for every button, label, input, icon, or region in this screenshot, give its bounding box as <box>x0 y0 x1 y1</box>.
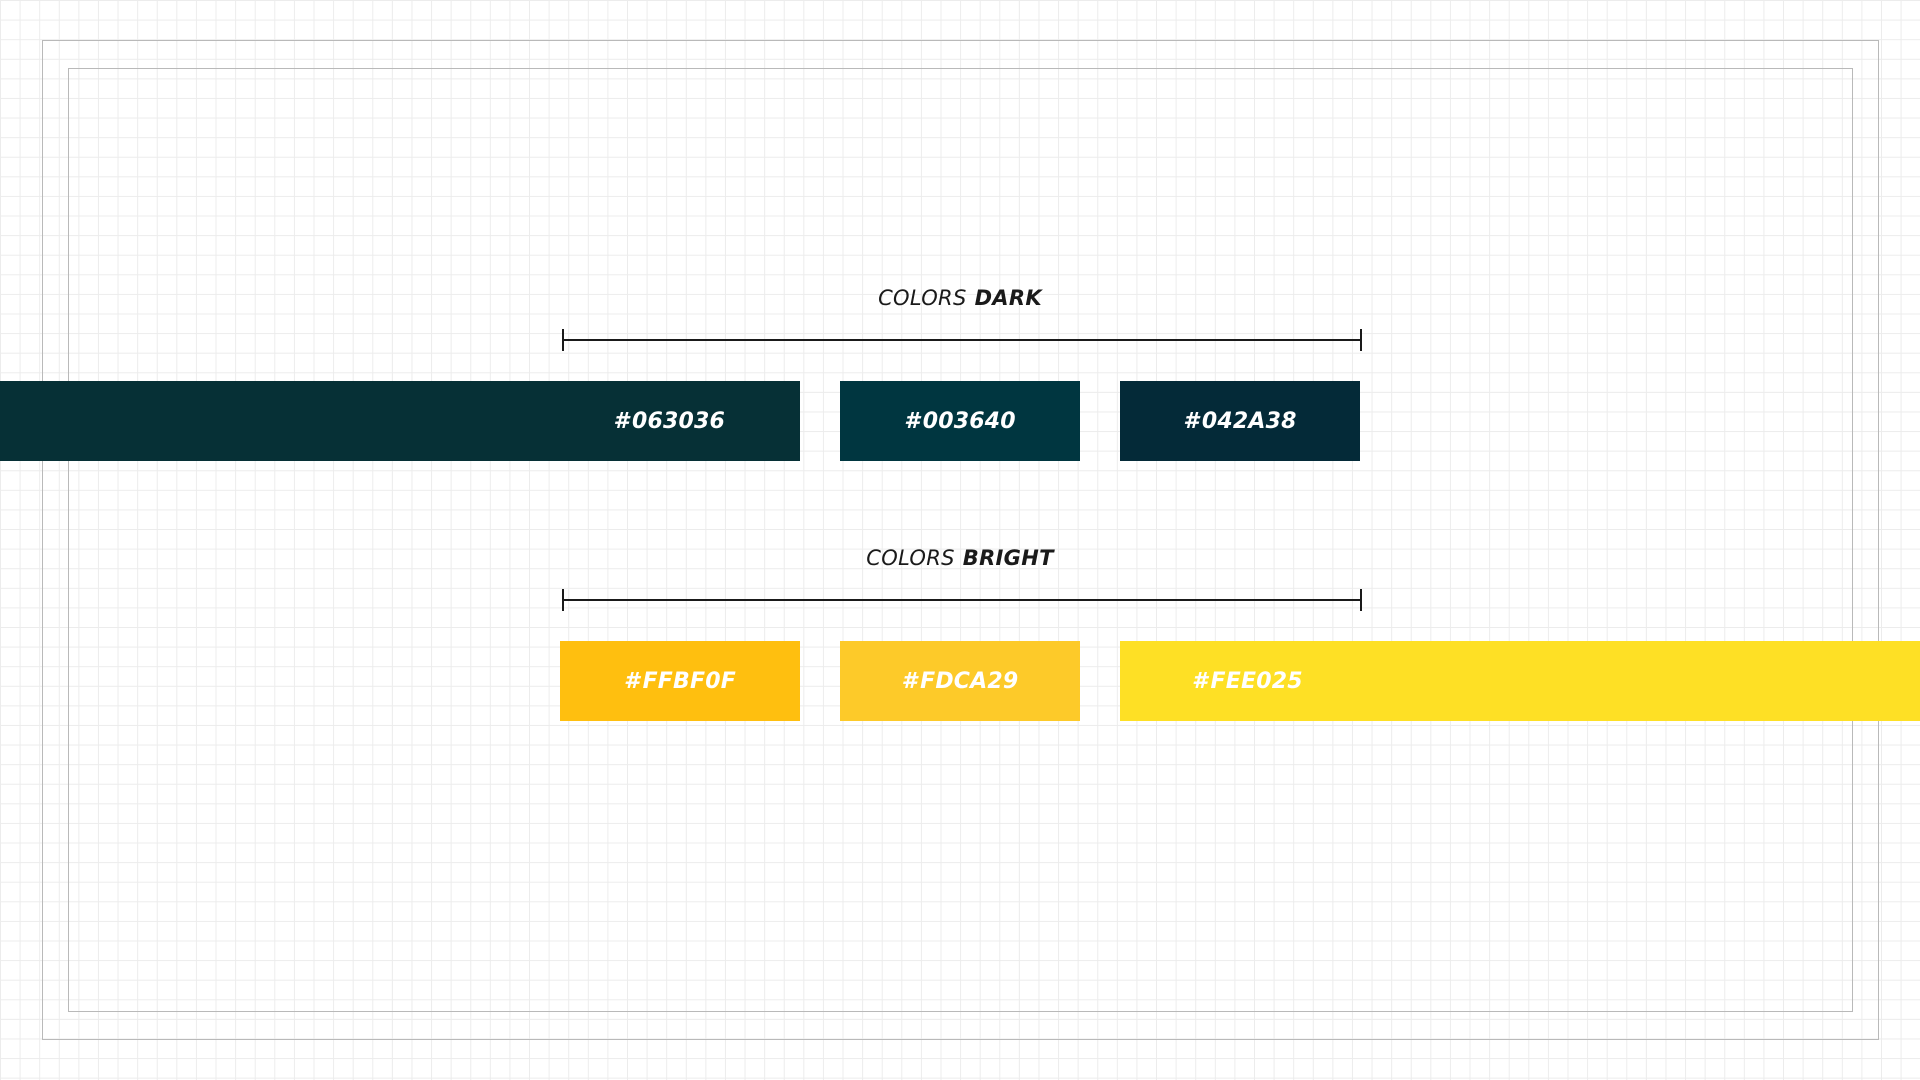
swatch-hex-label: #003640 <box>904 408 1016 434</box>
section-title-dark-prefix: COLORS <box>878 286 967 310</box>
swatch-hex-label: #FEE025 <box>1192 668 1303 694</box>
swatch-hex-label: #063036 <box>613 408 725 434</box>
section-title-bright-name: BRIGHT <box>962 546 1054 570</box>
section-title-bright-prefix: COLORS <box>866 546 955 570</box>
bracket-cap-right <box>1360 589 1362 611</box>
bracket-line <box>562 599 1362 601</box>
swatch-hex-label: #FDCA29 <box>901 668 1019 694</box>
color-swatch-dark-2: #003640 <box>840 381 1080 461</box>
color-swatch-dark-1: #063036 <box>0 381 800 461</box>
color-swatch-bright-2: #FDCA29 <box>840 641 1080 721</box>
bracket-cap-right <box>1360 329 1362 351</box>
color-swatch-bright-3: #FEE025 <box>1120 641 1920 721</box>
swatch-hex-label: #042A38 <box>1183 408 1297 434</box>
dimension-bracket-dark <box>562 329 1362 351</box>
section-title-dark: COLORS DARK <box>560 286 1360 310</box>
color-swatch-dark-3: #042A38 <box>1120 381 1360 461</box>
dimension-bracket-bright <box>562 589 1362 611</box>
inner-frame <box>68 68 1853 1012</box>
section-title-bright: COLORS BRIGHT <box>560 546 1360 570</box>
bracket-line <box>562 339 1362 341</box>
outer-frame <box>42 40 1879 1040</box>
swatch-hex-label: #FFBF0F <box>624 668 736 694</box>
color-swatch-bright-1: #FFBF0F <box>560 641 800 721</box>
section-title-dark-name: DARK <box>974 286 1042 310</box>
